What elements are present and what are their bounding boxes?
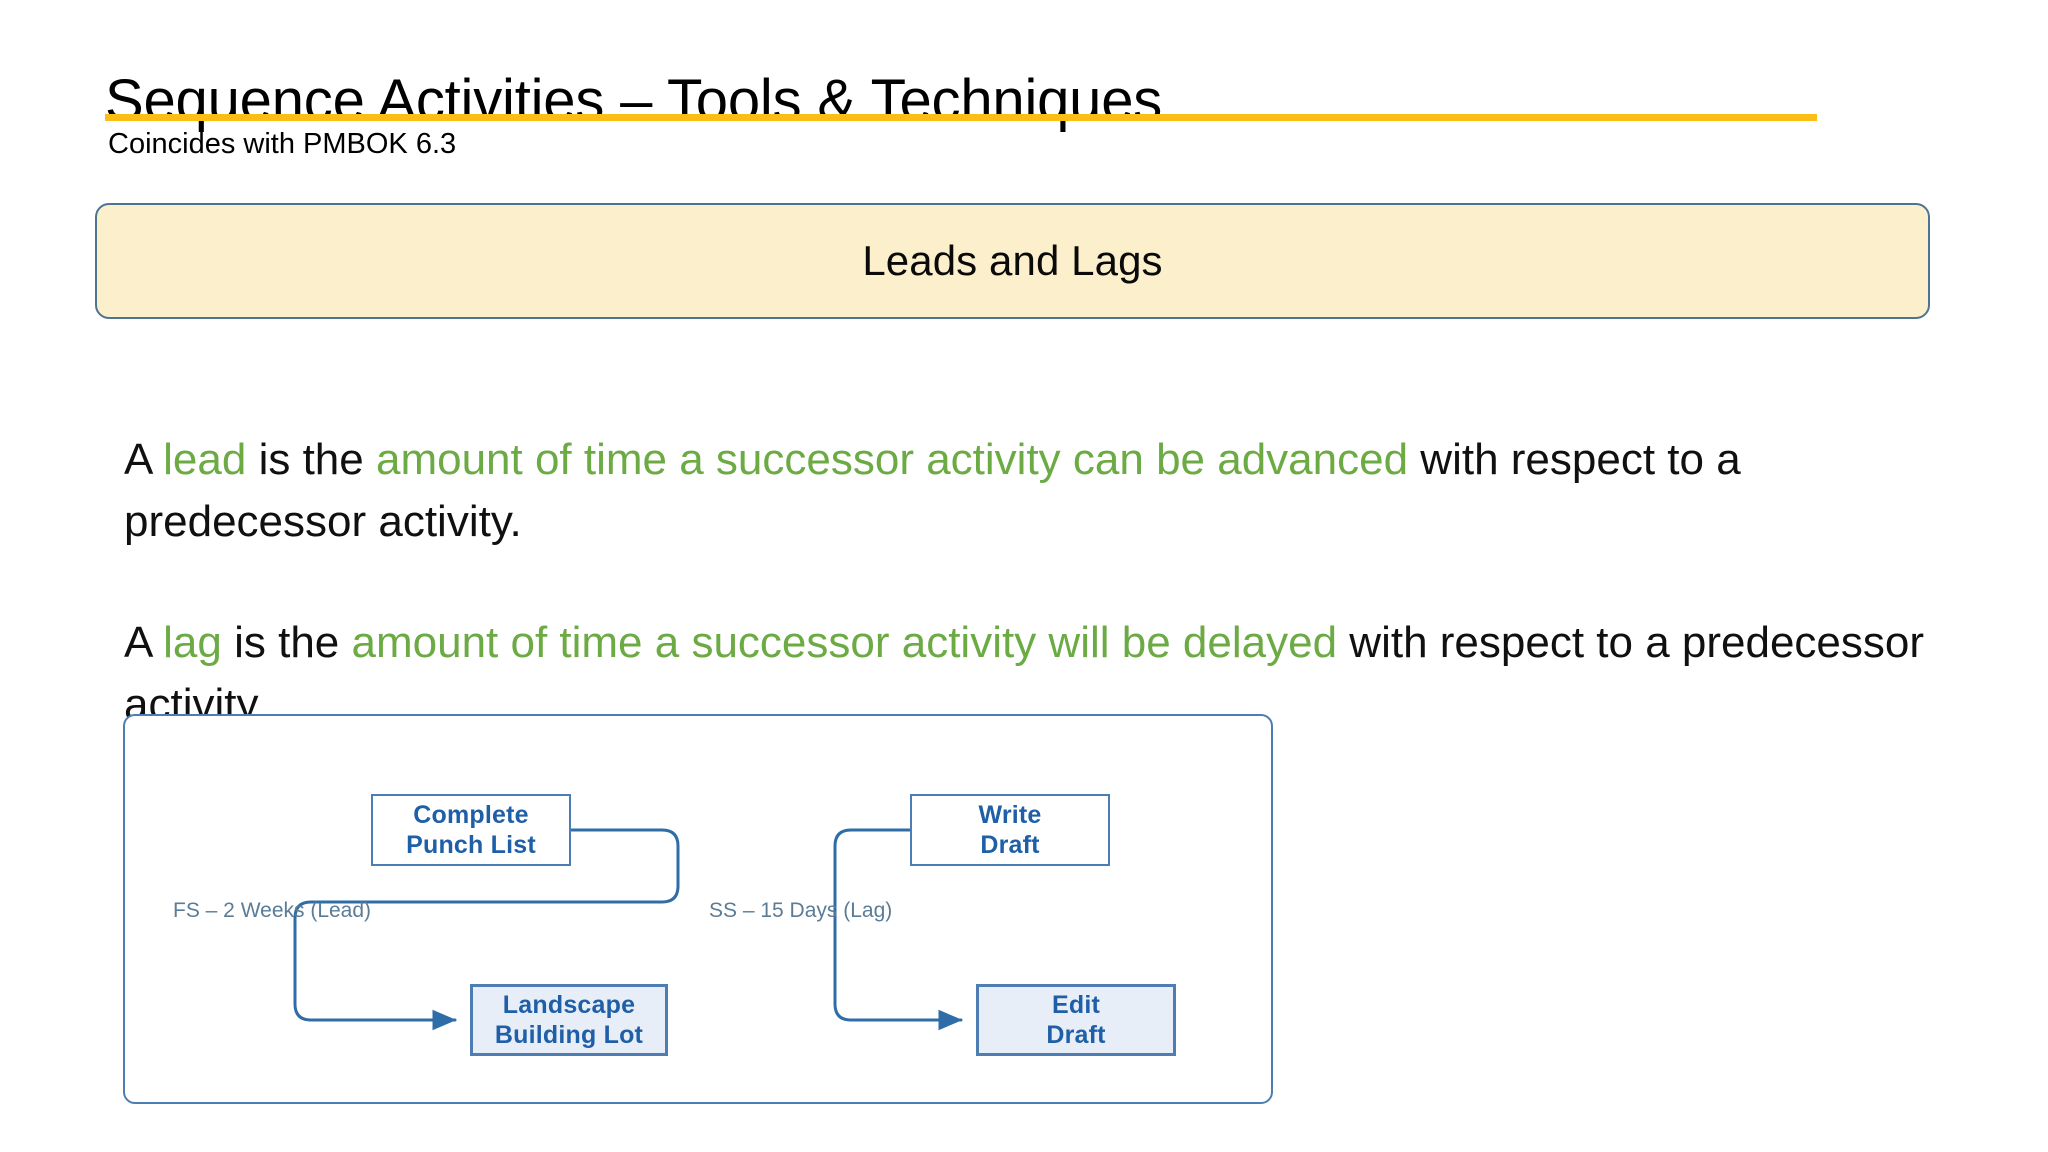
node-landscape-building-lot-line1: Landscape bbox=[502, 990, 636, 1019]
node-write-draft-line1: Write bbox=[978, 800, 1042, 829]
lead-term: lead bbox=[163, 435, 247, 484]
section-banner-label: Leads and Lags bbox=[862, 237, 1163, 284]
lead-suffix-text: with respect to a predecessor activity. bbox=[124, 435, 1741, 546]
page-subtitle: Coincides with PMBOK 6.3 bbox=[108, 128, 457, 160]
leads-and-lags-diagram: Complete Punch List FS – 2 Weeks (Lead) … bbox=[123, 714, 1273, 1104]
title-underline-rule bbox=[105, 114, 1817, 121]
node-landscape-building-lot-line2: Building Lot bbox=[494, 1021, 644, 1049]
node-landscape-building-lot: Landscape Building Lot bbox=[470, 984, 668, 1056]
lead-definition-paragraph: A lead is the amount of time a successor… bbox=[124, 429, 1924, 553]
section-banner: Leads and Lags bbox=[95, 203, 1930, 319]
lag-term: lag bbox=[163, 618, 222, 667]
node-complete-punch-list: Complete Punch List bbox=[371, 794, 571, 866]
node-edit-draft-line1: Edit bbox=[1051, 990, 1101, 1019]
node-complete-punch-list-line1: Complete bbox=[413, 800, 529, 829]
node-write-draft: Write Draft bbox=[910, 794, 1110, 866]
node-edit-draft: Edit Draft bbox=[976, 984, 1176, 1056]
page-title: Sequence Activities – Tools & Techniques bbox=[105, 67, 1163, 133]
connector-ss-lag bbox=[833, 828, 963, 1031]
node-complete-punch-list-line2: Punch List bbox=[406, 831, 536, 859]
node-edit-draft-line2: Draft bbox=[1046, 1021, 1106, 1049]
lead-definition-text: amount of time a successor activity can … bbox=[375, 435, 1409, 484]
edge-label-ss-lag: SS – 15 Days (Lag) bbox=[709, 899, 893, 922]
node-write-draft-line2: Draft bbox=[980, 831, 1040, 859]
diagram-canvas: Complete Punch List FS – 2 Weeks (Lead) … bbox=[125, 716, 1271, 1102]
lag-middle-text: is the bbox=[221, 618, 352, 667]
diagram-connectors bbox=[293, 828, 963, 1031]
edge-label-fs-lead: FS – 2 Weeks (Lead) bbox=[173, 899, 372, 922]
lag-prefix-text: A bbox=[124, 618, 164, 667]
lead-prefix-text: A bbox=[124, 435, 164, 484]
lead-middle-text: is the bbox=[246, 435, 376, 484]
lag-definition-text: amount of time a successor activity will… bbox=[351, 618, 1338, 667]
connector-fs-lead bbox=[293, 828, 680, 1031]
